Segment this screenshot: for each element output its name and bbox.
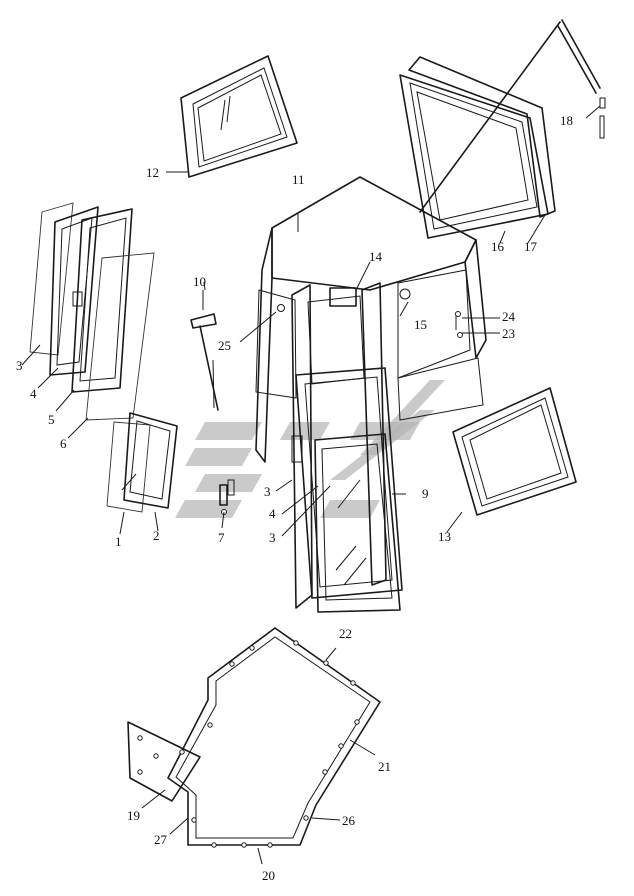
callout-5: 5	[48, 412, 55, 427]
callout-9: 9	[422, 486, 429, 501]
callout-2: 2	[153, 528, 160, 543]
callout-17: 17	[524, 239, 538, 254]
callout-20: 20	[262, 868, 275, 883]
callout-3-center-a: 3	[264, 484, 271, 499]
rear-door-3-4	[291, 367, 403, 613]
callout-18: 18	[560, 113, 573, 128]
left-door-assembly	[29, 202, 155, 421]
floor-gasket	[127, 627, 381, 848]
callout-19: 19	[127, 808, 140, 823]
callout-1: 1	[115, 534, 122, 549]
callout-23: 23	[502, 326, 515, 341]
callout-14: 14	[369, 249, 383, 264]
small-window-1-2	[106, 412, 178, 513]
callout-27: 27	[154, 832, 168, 847]
callout-3-left: 3	[16, 358, 23, 373]
callout-labels: 1 2 3 4 5 6 7 3 4 3 9 10 11 12 13 14 15 …	[16, 113, 573, 883]
callout-7: 7	[218, 530, 225, 545]
callout-13: 13	[438, 529, 451, 544]
callout-3-center-b: 3	[269, 530, 276, 545]
callout-21: 21	[378, 759, 391, 774]
callout-22: 22	[339, 626, 352, 641]
window-frame-16-17	[399, 56, 556, 239]
callout-4-center: 4	[269, 506, 276, 521]
callout-25: 25	[218, 338, 231, 353]
callout-12: 12	[146, 165, 159, 180]
callout-4-left: 4	[30, 386, 37, 401]
window-frame-12	[180, 55, 298, 178]
cab-shell-11	[255, 176, 487, 609]
window-frame-13	[452, 387, 577, 516]
strut-18	[419, 19, 606, 213]
callout-11: 11	[292, 172, 305, 187]
callout-6: 6	[60, 436, 67, 451]
callout-15: 15	[414, 317, 427, 332]
wiper-10	[190, 290, 219, 411]
callout-16: 16	[491, 239, 505, 254]
callout-24: 24	[502, 309, 516, 324]
callout-26: 26	[342, 813, 356, 828]
callout-10: 10	[193, 274, 206, 289]
